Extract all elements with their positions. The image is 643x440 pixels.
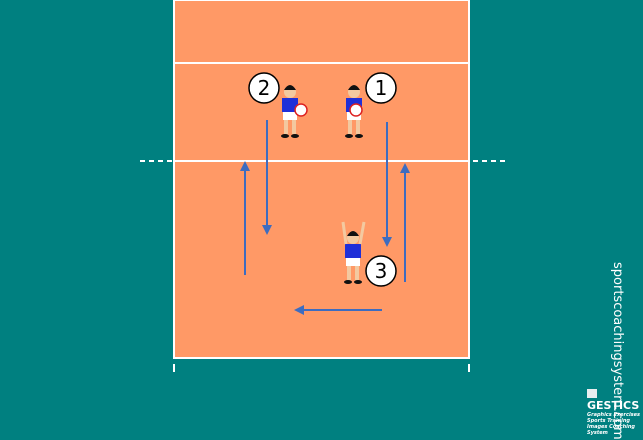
- gestics-logo: GESTICS Graphics Exercises Sports Traini…: [587, 386, 643, 436]
- logo-name: GESTICS: [587, 399, 640, 412]
- logo-icon: [587, 388, 597, 398]
- player-2: [281, 85, 308, 138]
- svg-text:3: 3: [375, 259, 388, 283]
- logo-line2: Images Coaching System: [587, 424, 635, 436]
- player-1: [345, 85, 363, 138]
- court: [173, 0, 470, 359]
- svg-text:2: 2: [258, 76, 271, 100]
- logo-line1: Graphics Exercises Sports Training: [587, 412, 640, 424]
- svg-text:1: 1: [375, 76, 388, 100]
- volleyball-drill-diagram: 2 1 3: [140, 0, 505, 372]
- player-3: [341, 221, 366, 284]
- number-circle-1: 1: [365, 72, 397, 104]
- number-circle-3: 3: [365, 255, 397, 287]
- number-circle-2: 2: [248, 72, 280, 104]
